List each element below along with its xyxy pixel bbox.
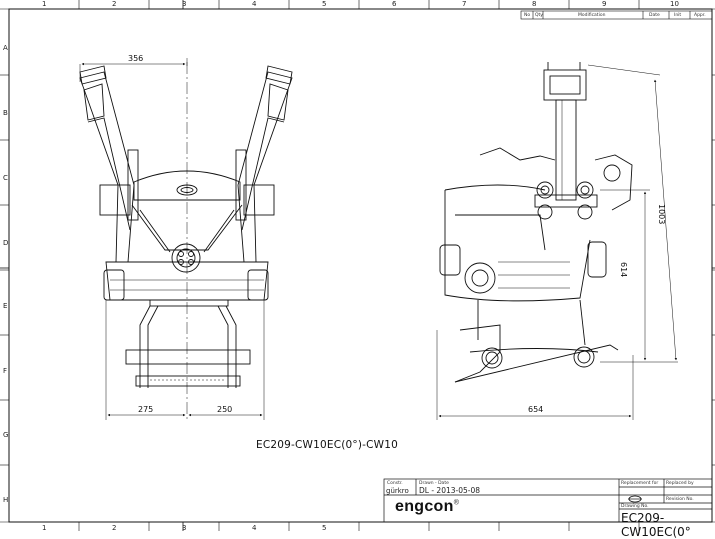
column-label: 5 — [322, 524, 327, 532]
drawn-label: Drawn - Date — [419, 481, 449, 486]
row-label: E — [3, 302, 8, 310]
dim-side-base-width: 654 — [528, 405, 544, 414]
column-label: 9 — [602, 0, 607, 8]
revision-table — [520, 10, 713, 20]
dim-front-left-half: 275 — [138, 405, 154, 414]
row-label: D — [3, 239, 9, 247]
rev-header-init: Init — [674, 13, 682, 18]
rev-header-appr: Appr. — [694, 13, 706, 18]
rev-header-no: No — [524, 13, 531, 18]
dim-front-top-width: 356 — [128, 54, 144, 63]
column-label: 2 — [112, 524, 117, 532]
row-label: B — [3, 109, 8, 117]
rev-header-date: Date — [649, 13, 660, 18]
side-dimensions — [436, 64, 678, 420]
row-label: G — [3, 431, 9, 439]
dim-side-height-total: 1003 — [657, 204, 666, 225]
rev-header-modification: Modification — [578, 13, 606, 18]
engcon-logo: engcon® — [395, 498, 459, 516]
constr-value: gürkro — [386, 487, 409, 495]
column-label: 3 — [182, 0, 187, 8]
constr-label: Constr. — [387, 481, 403, 486]
title-block — [383, 478, 713, 523]
row-label: C — [3, 174, 8, 182]
column-label: 3 — [182, 524, 187, 532]
drawing-no-label: Drawing No. — [621, 504, 649, 509]
drawing-number: EC209-CW10EC(0° — [621, 511, 691, 539]
row-label: A — [3, 44, 8, 52]
drawn-value: DL - 2013-05-08 — [419, 486, 481, 495]
row-label: H — [3, 496, 9, 504]
dim-front-right-half: 250 — [217, 405, 233, 414]
dim-side-height-inner: 614 — [619, 262, 628, 278]
logo-text: engcon — [395, 498, 454, 515]
column-label: 4 — [252, 0, 257, 8]
rev-header-qty: Qty — [535, 13, 543, 18]
column-label: 1 — [42, 524, 47, 532]
row-label: F — [3, 367, 8, 375]
column-label: 6 — [392, 0, 397, 8]
revision-label: Revision No. — [666, 497, 694, 502]
front-dimensions — [79, 58, 265, 420]
column-label: 4 — [252, 524, 257, 532]
front-view — [79, 62, 293, 420]
column-label: 7 — [462, 0, 467, 8]
column-label: 5 — [322, 0, 327, 8]
replaced-label: Replaced by — [666, 481, 694, 486]
side-view — [439, 62, 633, 383]
column-label: 8 — [532, 0, 537, 8]
drawing-title: EC209-CW10EC(0°)-CW10 — [256, 439, 399, 451]
registered-mark: ® — [453, 499, 460, 507]
column-label: 10 — [670, 0, 679, 8]
column-label: 1 — [42, 0, 47, 8]
replacement-label: Replacement for — [621, 481, 659, 486]
column-label: 2 — [112, 0, 117, 8]
